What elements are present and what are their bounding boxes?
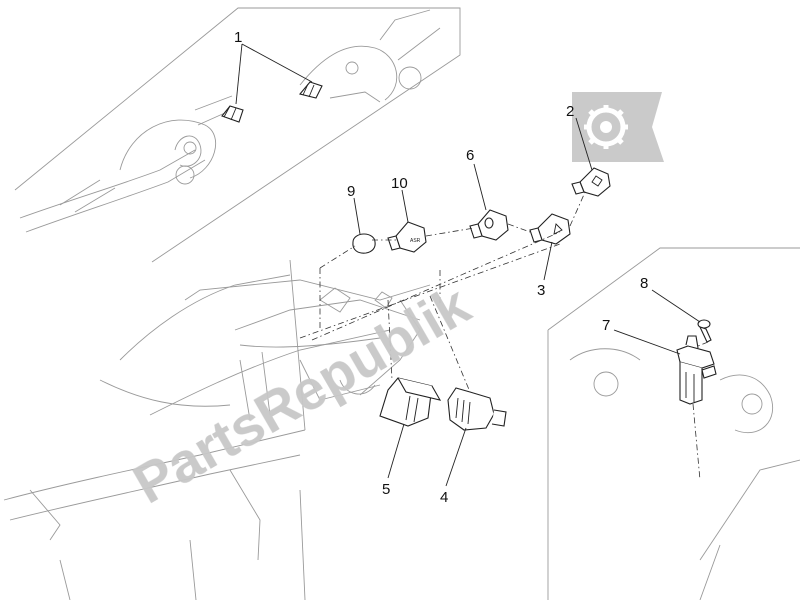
part-2-lock-insert [571,167,611,197]
key-mark-label: ASR [410,238,421,244]
part-5-connector [379,377,442,427]
rear-inset-panel [547,247,800,600]
part-9-cap [352,233,376,254]
callout-9: 9 [347,183,355,200]
callout-2: 2 [566,103,574,120]
leader-3 [543,241,553,281]
part-1-bulb-right [299,81,323,99]
leader-8 [651,289,701,323]
handlebar-inset-panel [14,7,461,263]
callout-10: 10 [391,175,408,192]
callout-5: 5 [382,481,390,498]
leader-1b [241,43,313,83]
leader-9 [353,197,361,235]
part-6-lock-insert [469,209,509,241]
part-1-bulb-left [221,105,244,123]
part-7-switch [676,335,717,481]
callout-4: 4 [440,489,448,506]
leader-2 [575,117,593,171]
part-8-screw [697,319,712,347]
leader-10 [401,189,409,223]
assembly-lines [299,189,587,393]
dashboard-outline [3,259,431,600]
leader-1a [235,43,243,105]
leader-4 [445,427,467,487]
callout-labels: 1 2 3 4 5 6 7 8 9 10 [234,29,648,506]
callout-3: 3 [537,282,545,299]
gear-icon [572,92,664,162]
callout-6: 6 [466,147,474,164]
callout-7: 7 [602,317,610,334]
callout-8: 8 [640,275,648,292]
callout-leaders [353,117,701,487]
leader-7 [613,329,681,355]
part-4-switch [447,387,507,431]
leader-6 [473,163,487,211]
part-10-key-cylinder: ASR [387,221,427,253]
part-3-lock-insert [529,213,571,245]
watermark: PartsRepublik [123,92,664,515]
callout-1: 1 [234,29,242,46]
leader-5 [387,423,405,479]
